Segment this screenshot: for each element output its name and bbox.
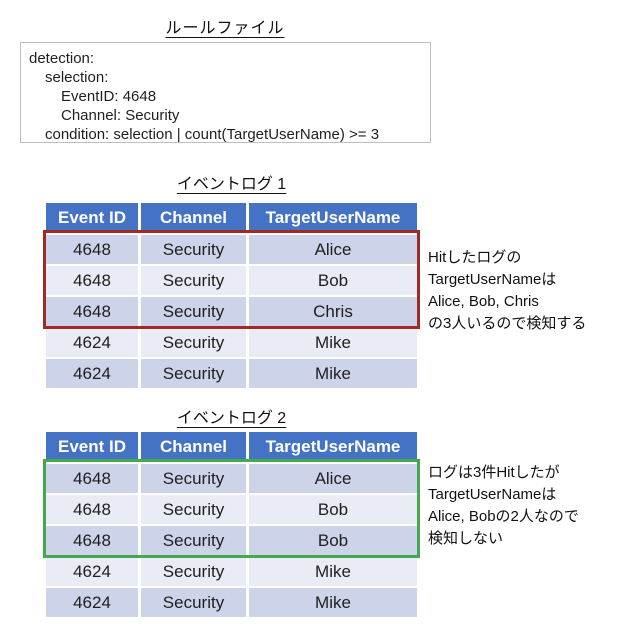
table-cell: Security (141, 526, 246, 555)
table-cell: Mike (249, 588, 417, 617)
table-cell: 4648 (46, 235, 138, 264)
table-cell: 4624 (46, 557, 138, 586)
text-line: の3人いるので検知する (428, 315, 587, 332)
table-cell: 4648 (46, 464, 138, 493)
column-header: Event ID (46, 432, 138, 462)
table-cell: Security (141, 495, 246, 524)
text-line: TargetUserNameは (428, 271, 557, 288)
table-cell: 4624 (46, 328, 138, 357)
text-line: 検知しない (428, 530, 504, 547)
table-cell: Mike (249, 359, 417, 388)
table-cell: Bob (249, 495, 417, 524)
column-header: Event ID (46, 203, 138, 233)
table-cell: 4648 (46, 297, 138, 326)
table-cell: Bob (249, 526, 417, 555)
event-log-1-annotation: Hitしたログの TargetUserNameは Alice, Bob, Chris… (428, 247, 640, 335)
table-cell: Security (141, 557, 246, 586)
text-line: Channel: Security (61, 107, 180, 124)
column-header: TargetUserName (249, 432, 417, 462)
table-cell: 4624 (46, 359, 138, 388)
table-cell: 4648 (46, 266, 138, 295)
table-cell: Security (141, 297, 246, 326)
table-cell: Bob (249, 266, 417, 295)
table-cell: Security (141, 588, 246, 617)
table-cell: Security (141, 328, 246, 357)
rule-file-title: ルールファイル (165, 20, 285, 37)
text-line: condition: selection | count(TargetUserN… (45, 126, 380, 143)
table-cell: Mike (249, 328, 417, 357)
text-line: ログは3件Hitしたが (428, 464, 560, 481)
table-cell: 4648 (46, 495, 138, 524)
column-header: Channel (141, 432, 246, 462)
column-header: Channel (141, 203, 246, 233)
text-line: Alice, Bob, Chris (428, 293, 539, 310)
table-cell: Mike (249, 557, 417, 586)
table-cell: Chris (249, 297, 417, 326)
table-cell: 4648 (46, 526, 138, 555)
column-header: TargetUserName (249, 203, 417, 233)
text-line: EventID: 4648 (61, 88, 157, 105)
event-log-2-title: イベントログ 2 (176, 410, 287, 427)
table-cell: Security (141, 464, 246, 493)
table-cell: Alice (249, 464, 417, 493)
event-log-1-title: イベントログ 1 (176, 176, 287, 193)
table-cell: Security (141, 359, 246, 388)
text-line: selection: (45, 69, 109, 86)
text-line: TargetUserNameは (428, 486, 557, 503)
event-log-2-annotation: ログは3件Hitしたが TargetUserNameは Alice, Bobの2人な… (428, 462, 640, 550)
table-cell: 4624 (46, 588, 138, 617)
table-cell: Security (141, 266, 246, 295)
text-line: detection: (29, 50, 95, 67)
table-cell: Security (141, 235, 246, 264)
text-line: Hitしたログの (428, 249, 522, 266)
table-cell: Alice (249, 235, 417, 264)
text-line: Alice, Bobの2人なので (428, 508, 579, 525)
